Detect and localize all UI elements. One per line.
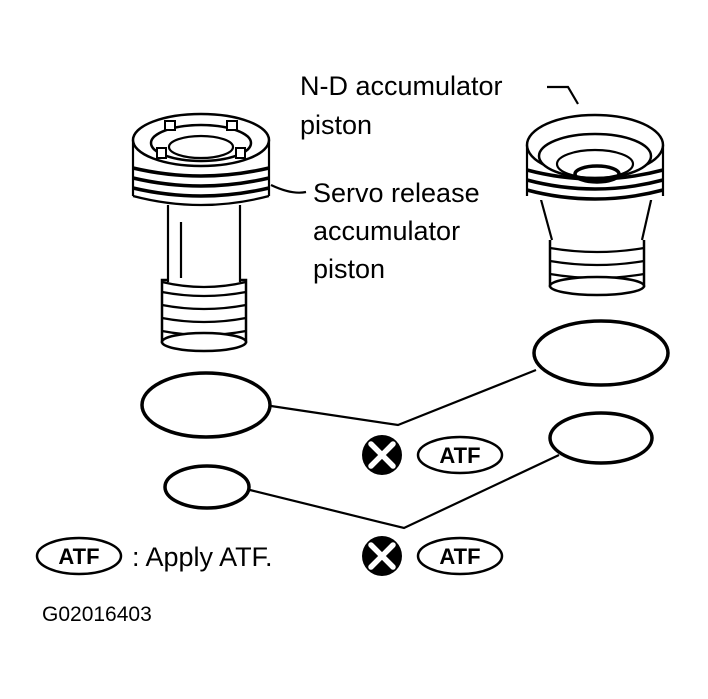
o-ring-small-right: [548, 411, 654, 465]
servo-release-label-line2: accumulator: [313, 216, 460, 246]
figure-code: G02016403: [42, 603, 152, 626]
atf-legend-badge-text: ATF: [58, 544, 99, 569]
atf-legend-badge: ATF: [35, 536, 123, 576]
leader-lines: [249, 85, 579, 530]
nd-accumulator-label-line2: piston: [300, 110, 372, 140]
legend-text: : Apply ATF.: [132, 542, 273, 572]
servo-release-label-line1: Servo release: [313, 178, 480, 208]
n-d-accumulator-piston: [525, 113, 665, 297]
atf-badge: ATF: [416, 435, 504, 475]
circle-x-icon: [362, 536, 402, 576]
o-ring-large-left: [140, 371, 272, 439]
circle-x-icon: [362, 435, 402, 475]
nd-accumulator-label-line1: N-D accumulator: [300, 71, 503, 101]
servo-release-label-line3: piston: [313, 254, 385, 284]
servo-release-accumulator-piston: [131, 112, 271, 353]
atf-badge: ATF: [416, 536, 504, 576]
atf-badge-text: ATF: [439, 443, 480, 468]
o-ring-large-right: [532, 319, 670, 387]
o-ring-small-left: [163, 464, 251, 510]
atf-badge-text: ATF: [439, 544, 480, 569]
